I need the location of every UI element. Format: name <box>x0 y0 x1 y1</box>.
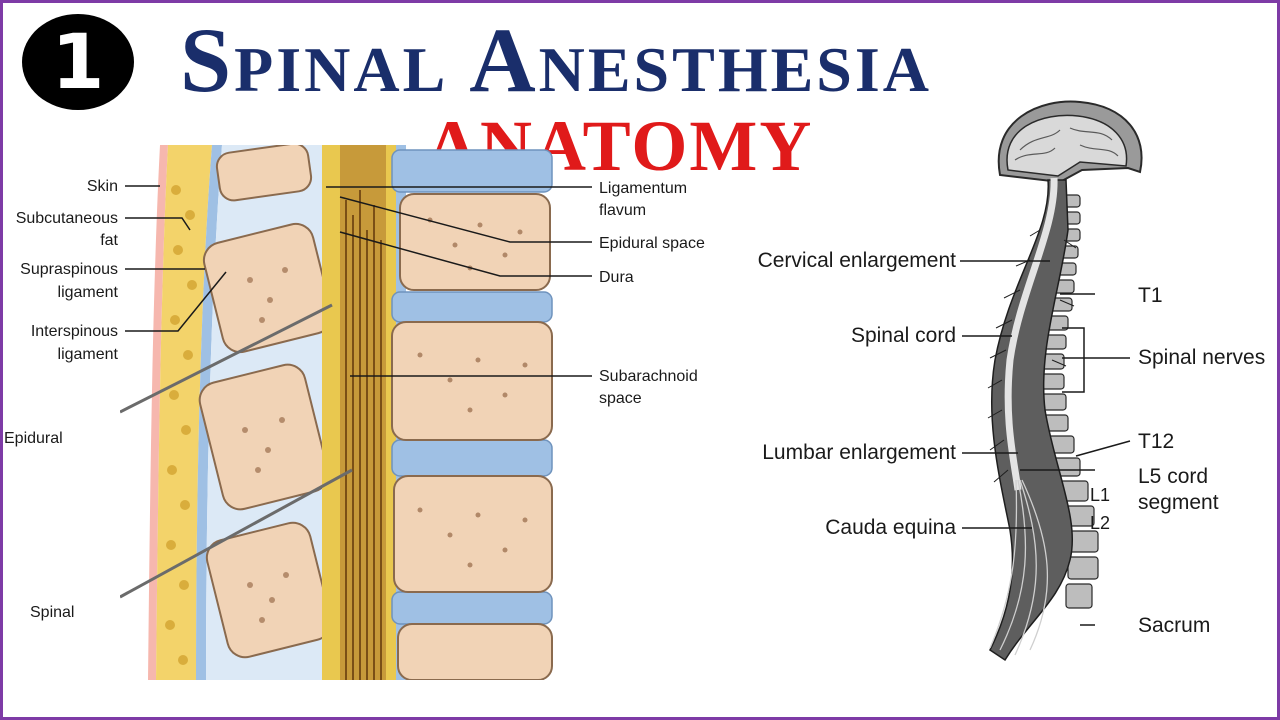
label-segment: segment <box>1138 491 1219 514</box>
label-dura: Dura <box>599 269 634 286</box>
label-flavum: flavum <box>599 202 647 219</box>
label-cauda-equina: Cauda equina <box>825 516 956 539</box>
label-epidural-needle: Epidural <box>4 430 63 447</box>
spinal-needle <box>120 468 353 599</box>
lumbar-spine-illustration <box>120 145 592 680</box>
label-t1: T1 <box>1138 284 1163 307</box>
label-skin: Skin <box>86 178 118 195</box>
skin-layer <box>148 145 168 680</box>
label-ligamentum: Ligamentum <box>599 180 688 197</box>
spinal-cord <box>1004 177 1058 491</box>
label-cervical-enlargement: Cervical enlargement <box>757 249 956 272</box>
label-l5-cord: L5 cord <box>1138 465 1209 488</box>
label-interspinous: Interspinous <box>30 323 118 340</box>
right-leader-lines-2 <box>1062 327 1131 457</box>
label-t12: T12 <box>1138 430 1175 453</box>
spinal-canal <box>989 179 1074 662</box>
vertebral-bodies <box>391 193 553 680</box>
epidural-needle <box>120 303 333 414</box>
label-interspinous-ligament: ligament <box>57 346 118 363</box>
label-l2: L2 <box>1090 513 1111 533</box>
brain <box>1006 114 1128 177</box>
cauda-equina-fibers <box>989 479 1049 656</box>
spinal-cord-illustration <box>987 100 1143 662</box>
label-space: space <box>599 390 642 407</box>
label-spinal-cord: Spinal cord <box>850 324 956 347</box>
label-subarachnoid: Subarachnoid <box>599 368 698 385</box>
label-l1: L1 <box>1090 485 1111 505</box>
label-spinal-nerves: Spinal nerves <box>1138 346 1266 369</box>
label-subcutaneous: Subcutaneous <box>15 210 118 227</box>
step-number-badge: 1 <box>22 14 134 110</box>
label-supraspinous-ligament: ligament <box>57 284 118 301</box>
page-title: Spinal Anesthesia <box>180 9 933 111</box>
label-spinal-needle: Spinal <box>30 604 75 621</box>
ligamentum-flavum-layer <box>322 145 340 680</box>
right-leader-lines <box>960 260 1095 626</box>
label-supraspinous: Supraspinous <box>20 261 118 278</box>
label-epidural-space: Epidural space <box>599 235 705 252</box>
label-sacrum: Sacrum <box>1138 614 1211 637</box>
label-lumbar-enlargement: Lumbar enlargement <box>762 441 956 464</box>
label-fat: fat <box>100 232 118 249</box>
